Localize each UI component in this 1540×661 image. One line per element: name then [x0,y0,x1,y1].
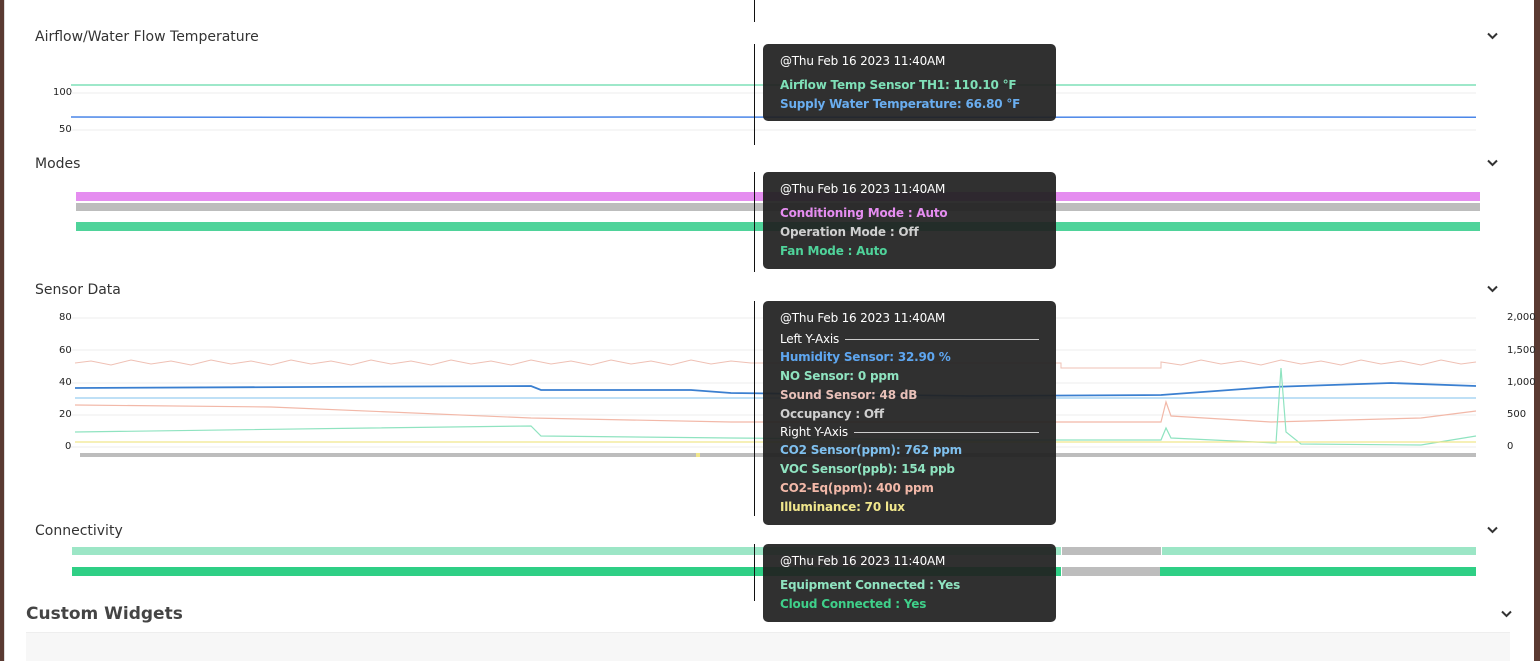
airflow-y-tick: 100 [53,87,73,98]
tooltip-row: Supply Water Temperature: 66.80 °F [780,97,1021,111]
tooltip-row: VOC Sensor(ppb): 154 ppb [780,462,955,476]
chevron-down-icon[interactable] [1484,281,1500,297]
right-axis-header: Right Y-Axis [780,424,1039,441]
co2eq-series [74,399,1477,423]
chevron-down-icon[interactable] [1484,28,1500,44]
cloud-connected-bar[interactable] [72,567,1061,576]
sound-series [74,359,1477,369]
airflow-section-title: Airflow/Water Flow Temperature [35,29,259,45]
tooltip-row: Equipment Connected : Yes [780,578,961,592]
chevron-down-icon[interactable] [1484,522,1500,538]
tooltip-row: NO Sensor: 0 ppm [780,369,900,383]
connectivity-section-title: Connectivity [35,523,123,539]
tooltip-row: CO2-Eq(ppm): 400 ppm [780,481,934,495]
equipment-connected-bar[interactable] [1162,547,1476,555]
airflow-tooltip: @Thu Feb 16 2023 11:40AM Airflow Temp Se… [763,44,1056,121]
right-y-tick: 1,000 [1507,377,1536,388]
chevron-down-icon[interactable] [1498,606,1514,622]
tooltip-row: Humidity Sensor: 32.90 % [780,350,951,364]
tooltip-row: Sound Sensor: 48 dB [780,388,918,402]
left-y-tick: 40 [59,377,72,388]
tooltip-row: Cloud Connected : Yes [780,597,927,611]
left-y-tick: 20 [59,409,72,420]
left-y-tick: 0 [65,441,72,452]
occupancy-marker [696,453,700,457]
chevron-down-icon[interactable] [1484,155,1500,171]
airflow-y-tick: 50 [59,124,72,135]
right-y-tick: 500 [1507,409,1527,420]
right-y-tick: 0 [1507,441,1514,452]
tooltip-row: Illuminance: 70 lux [780,500,905,514]
tooltip-row: Operation Mode : Off [780,225,919,239]
sensor-tooltip: @Thu Feb 16 2023 11:40AM Left Y-Axis Hum… [763,301,1056,525]
tooltip-timestamp: @Thu Feb 16 2023 11:40AM [780,554,946,568]
cloud-connected-bar[interactable] [1160,567,1476,576]
tooltip-row: Conditioning Mode : Auto [780,206,948,220]
cursor-line [754,44,755,145]
sensor-section-title: Sensor Data [35,282,121,298]
left-axis-header: Left Y-Axis [780,331,1039,348]
custom-widgets-title: Custom Widgets [26,604,183,624]
modes-tooltip: @Thu Feb 16 2023 11:40AM Conditioning Mo… [763,172,1056,269]
cloud-disconnected-bar[interactable] [1062,567,1160,576]
tooltip-row: Airflow Temp Sensor TH1: 110.10 °F [780,78,1017,92]
cursor-line [754,301,755,516]
connectivity-tooltip: @Thu Feb 16 2023 11:40AM Equipment Conne… [763,544,1056,622]
equipment-connected-bar[interactable] [72,547,1061,555]
cursor-line [754,544,755,601]
right-y-tick: 2,000 [1507,312,1536,323]
modes-section-title: Modes [35,156,81,172]
cursor-line [754,0,755,22]
voc-series [74,367,1477,446]
tooltip-timestamp: @Thu Feb 16 2023 11:40AM [780,182,946,196]
tooltip-timestamp: @Thu Feb 16 2023 11:40AM [780,311,946,325]
tooltip-row: CO2 Sensor(ppm): 762 ppm [780,443,962,457]
custom-widgets-container [26,632,1510,661]
left-y-tick: 80 [59,312,72,323]
right-y-tick: 1,500 [1507,345,1536,356]
tooltip-timestamp: @Thu Feb 16 2023 11:40AM [780,54,946,68]
equipment-disconnected-bar[interactable] [1062,547,1161,555]
tooltip-row: Occupancy : Off [780,407,884,421]
left-y-tick: 60 [59,345,72,356]
tooltip-row: Fan Mode : Auto [780,244,888,258]
cursor-line [754,172,755,272]
dashboard-panel: Airflow/Water Flow Temperature 100 50 @T… [4,0,1536,661]
